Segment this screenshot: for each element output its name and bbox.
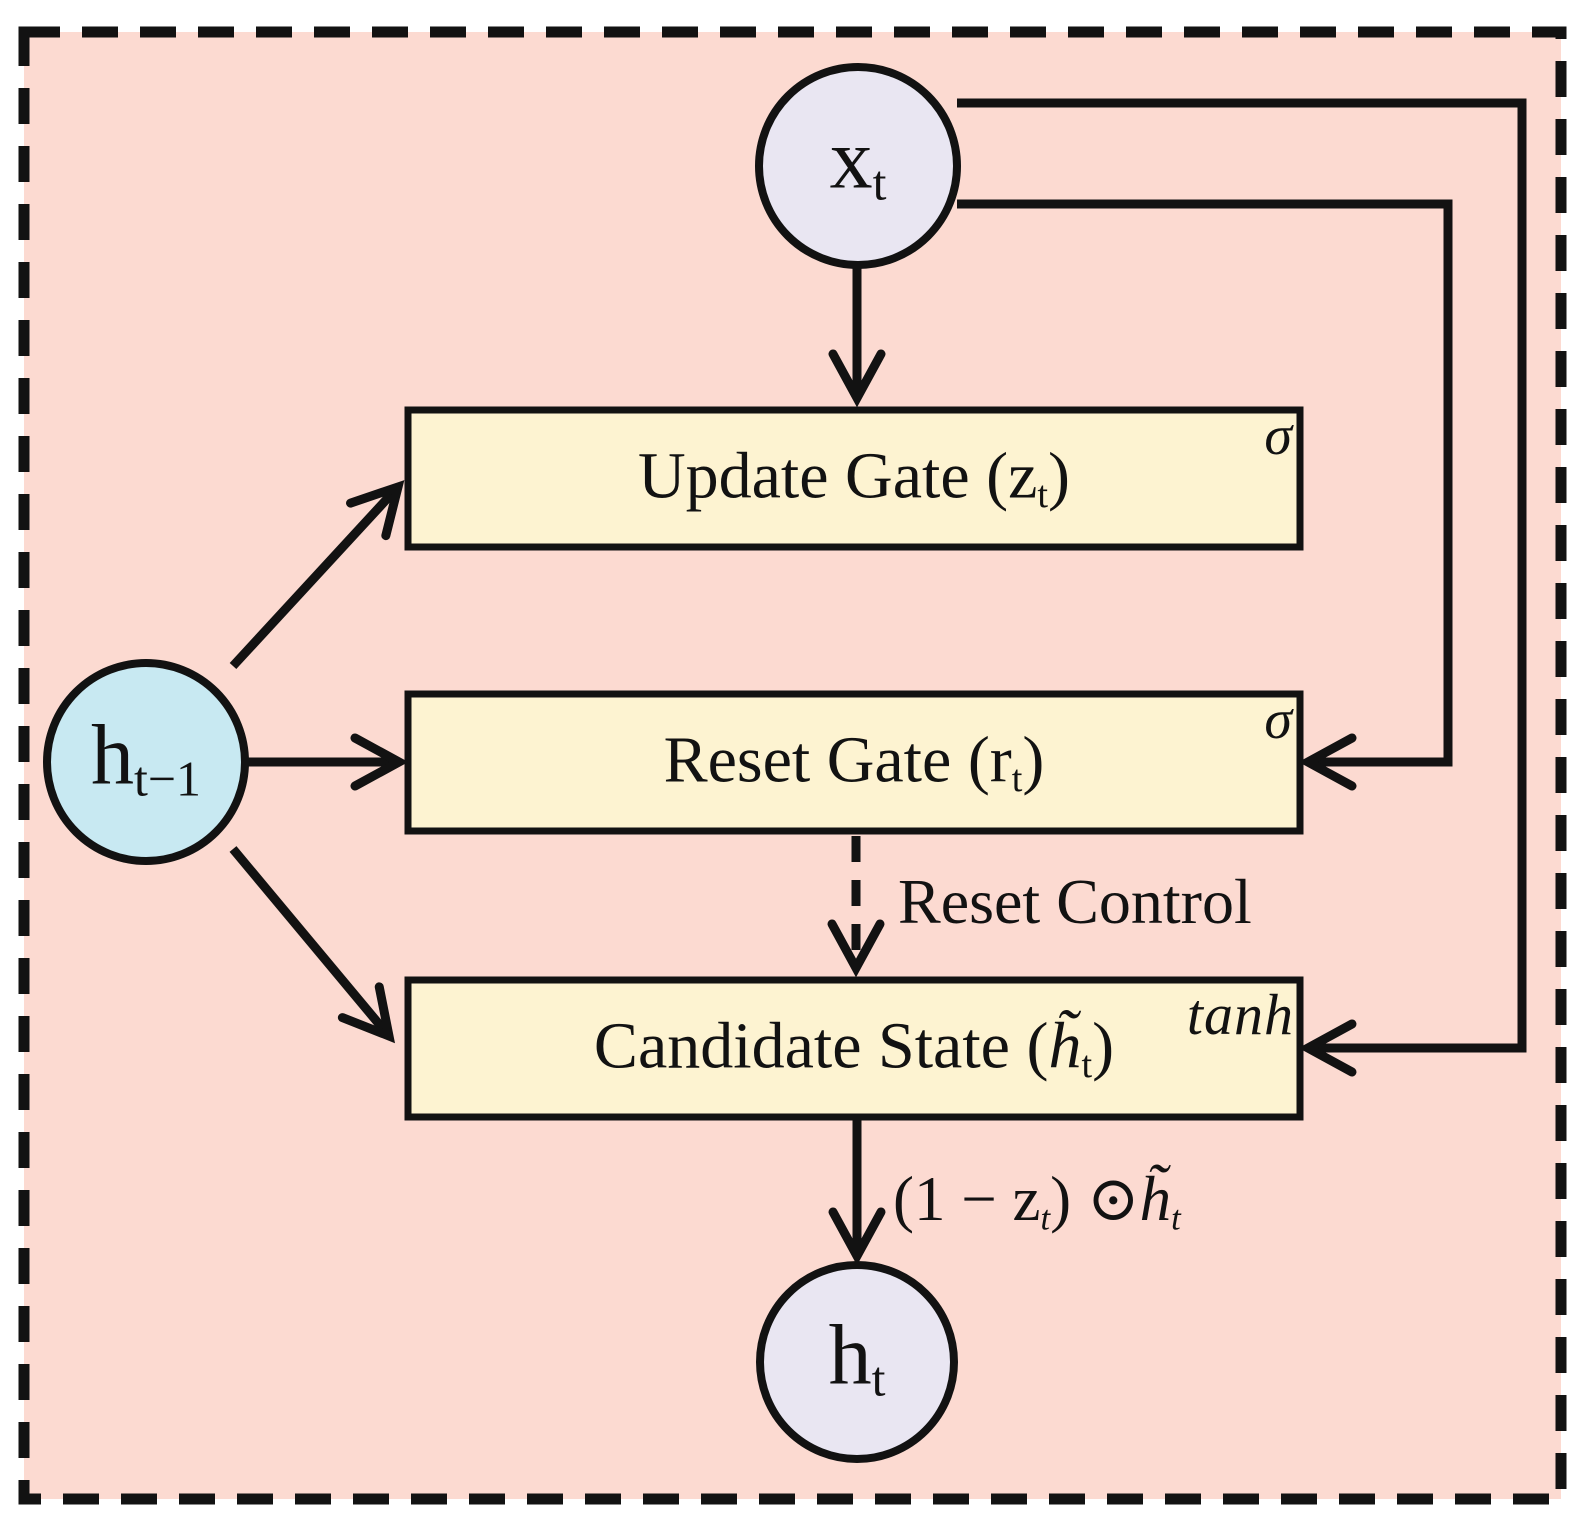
input-node-subscript: t xyxy=(872,155,887,211)
formula-subscript-1: t xyxy=(1040,1199,1051,1238)
formula-operator: ) ⊙ xyxy=(1050,1164,1140,1234)
reset-gate-label-close: ) xyxy=(1022,723,1045,797)
candidate-state-subscript: t xyxy=(1081,1043,1093,1086)
input-to-candidate-feed-line xyxy=(957,98,1527,1077)
prev-hidden-to-update-arrow xyxy=(229,480,405,670)
update-gate-label-subscript: t xyxy=(1037,473,1049,516)
reset-control-label: Reset Control xyxy=(898,866,1252,937)
prev-hidden-node-label: ht−1 xyxy=(91,712,201,804)
reset-gate-label-text: Reset Gate (r xyxy=(663,723,1012,797)
prev-hidden-to-candidate-arrow xyxy=(229,846,396,1044)
update-gate-activation-label: σ xyxy=(1264,405,1292,467)
candidate-state-box xyxy=(404,976,1304,1121)
candidate-state-label-close: ) xyxy=(1092,1009,1115,1083)
formula-variable: h̃ xyxy=(1139,1164,1172,1234)
update-gate-label-close: ) xyxy=(1048,439,1071,513)
update-gate-label-text: Update Gate (z xyxy=(637,439,1038,513)
update-gate-label: Update Gate (zt) xyxy=(638,443,1070,514)
prev-hidden-node-symbol: h xyxy=(91,706,135,803)
input-to-reset-feed-line xyxy=(957,199,1453,791)
output-formula-label: (1 − zt) ⊙h̃t xyxy=(893,1168,1181,1237)
reset-gate-activation-label: σ xyxy=(1264,689,1292,751)
prev-hidden-node-circle xyxy=(43,659,249,865)
candidate-state-variable: h̃ xyxy=(1048,1009,1082,1083)
output-node-circle xyxy=(756,1261,958,1463)
formula-open: (1 − z xyxy=(893,1164,1041,1234)
input-node-symbol: x xyxy=(829,110,873,207)
candidate-activation-label: tanh xyxy=(1186,982,1294,1047)
input-node-label: xt xyxy=(830,116,887,208)
reset-gate-label-subscript: t xyxy=(1011,757,1023,800)
candidate-state-label: Candidate State (h̃t) xyxy=(594,1013,1114,1084)
formula-subscript-2: t xyxy=(1171,1199,1181,1238)
reset-gate-box xyxy=(404,690,1304,835)
output-node-symbol: h xyxy=(828,1306,872,1403)
input-node-circle xyxy=(755,63,961,269)
prev-hidden-node-subscript: t−1 xyxy=(134,751,201,807)
output-node-label: ht xyxy=(829,1312,886,1404)
reset-gate-label: Reset Gate (rt) xyxy=(664,727,1045,798)
update-gate-box xyxy=(404,406,1304,551)
output-node-subscript: t xyxy=(871,1351,886,1407)
candidate-state-label-text: Candidate State ( xyxy=(593,1009,1049,1083)
